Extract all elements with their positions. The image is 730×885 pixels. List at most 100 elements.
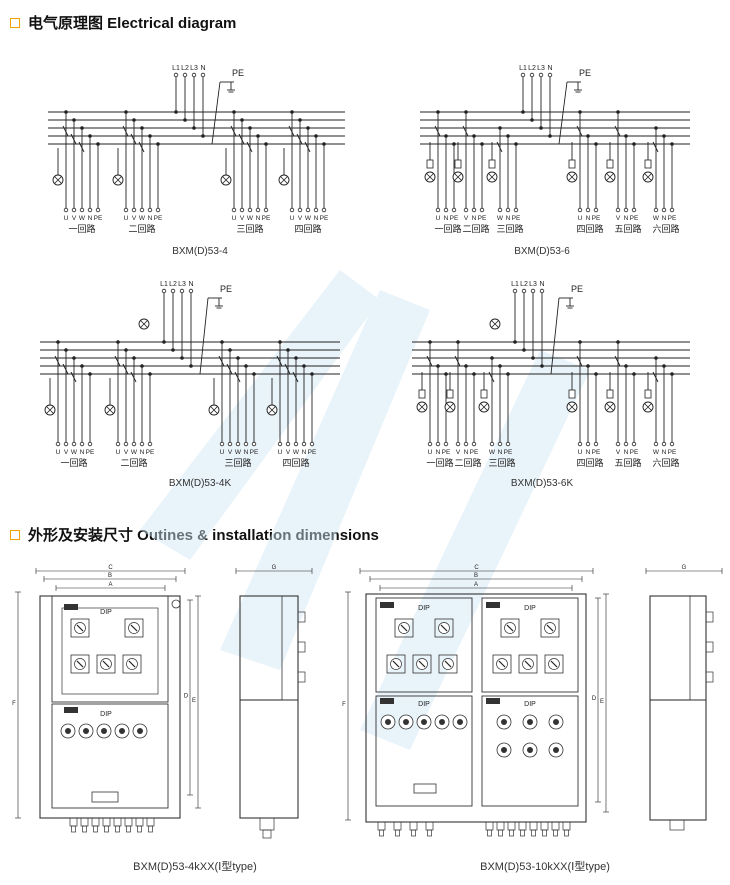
lamp-cross xyxy=(106,406,114,414)
supply-label: N xyxy=(188,281,193,288)
terminal-strip-icon xyxy=(91,791,119,803)
terminal-icon xyxy=(479,207,485,213)
lamp-cross xyxy=(644,403,652,411)
push-button-center xyxy=(119,728,125,734)
terminal-label: U xyxy=(220,449,225,456)
nameplate-icon xyxy=(486,602,500,608)
terminal-icon xyxy=(247,207,253,213)
cable-gland-icon xyxy=(507,821,516,831)
pe-wire xyxy=(199,297,209,375)
upper-chamber xyxy=(51,595,169,703)
cable-gland-icon xyxy=(518,821,527,831)
supply-label: L1 xyxy=(160,281,168,288)
cable-gland-icon xyxy=(520,829,525,837)
terminal-icon xyxy=(529,72,535,78)
circuit-label: 一回路 xyxy=(68,223,95,234)
section-title: 外形及安装尺寸 Outines & installation dimension… xyxy=(28,527,379,544)
cable-gland-icon xyxy=(377,821,386,831)
terminal-label: U xyxy=(64,215,69,222)
terminal-icon xyxy=(309,441,315,447)
knob-handle xyxy=(418,660,426,668)
dimension-letter: A xyxy=(474,582,478,588)
terminal-label: PE xyxy=(154,215,163,222)
dimension-letter: B xyxy=(108,573,112,579)
diagram-caption: BXM(D)53-4K xyxy=(168,478,232,489)
terminal-icon xyxy=(547,72,553,78)
supply-label: L2 xyxy=(528,65,536,72)
terminal-label: W xyxy=(79,215,86,222)
section-title: 电气原理图 Electrical diagram xyxy=(28,15,237,32)
terminal-icon xyxy=(513,207,519,213)
lamp-cross xyxy=(280,176,288,184)
circuit-label: 一回路 xyxy=(60,457,87,468)
diagram-caption: BXM(D)53-6K xyxy=(510,478,574,489)
terminal-icon xyxy=(139,441,145,447)
circuit-label: 二回路 xyxy=(120,457,147,468)
enclosure-outline xyxy=(365,593,587,823)
cable-gland-icon xyxy=(82,825,87,833)
terminal-label: N xyxy=(436,449,441,456)
switch-box-icon xyxy=(438,654,458,674)
section-header-dimensions: 外形及安装尺寸 Outines & installation dimension… xyxy=(10,524,379,545)
side-outline xyxy=(649,595,707,821)
terminal-label: PE xyxy=(320,215,329,222)
knob-handle xyxy=(444,660,452,668)
switch-contact xyxy=(496,141,503,153)
terminal-icon xyxy=(285,441,291,447)
side-bolt-icon xyxy=(705,641,714,653)
cable-gland-icon xyxy=(542,829,547,837)
terminal-icon xyxy=(191,72,197,78)
push-button-center xyxy=(553,747,559,753)
cable-gland-icon xyxy=(425,821,434,831)
terminal-label: V xyxy=(64,449,69,456)
terminal-icon xyxy=(463,207,469,213)
switch-contact xyxy=(62,363,69,375)
switch-contact xyxy=(122,363,129,375)
dimension-letter: D xyxy=(184,694,189,700)
side-bolt-icon xyxy=(297,611,306,623)
cable-gland-icon xyxy=(564,829,569,837)
terminal-label: V xyxy=(616,449,621,456)
lamp-cross xyxy=(418,403,426,411)
terminal-icon xyxy=(305,207,311,213)
terminal-icon xyxy=(669,441,675,447)
nameplate-icon xyxy=(486,698,500,704)
push-button-center xyxy=(553,719,559,725)
upper-chamber xyxy=(481,597,579,693)
terminal-label: N xyxy=(314,215,319,222)
lamp-cross xyxy=(140,320,148,328)
terminal-icon xyxy=(669,207,675,213)
dimension-letter: A xyxy=(108,582,112,588)
cable-gland-icon xyxy=(124,817,133,827)
terminal-label: PE xyxy=(442,449,451,456)
terminal-icon xyxy=(79,441,85,447)
supply-label: L3 xyxy=(537,65,545,72)
diagram-caption: BXM(D)53-6 xyxy=(514,246,570,257)
terminal-icon xyxy=(131,441,137,447)
terminal-icon xyxy=(593,441,599,447)
terminal-icon xyxy=(455,441,461,447)
circuit-label: 三回路 xyxy=(488,457,515,468)
switch-contact xyxy=(114,355,121,367)
dimension-letter: G xyxy=(272,565,277,571)
side-bolt-icon xyxy=(297,641,306,653)
dip-label: DIP xyxy=(100,711,112,718)
terminal-label: N xyxy=(256,215,261,222)
terminal-label: PE xyxy=(86,449,95,456)
knob-handle xyxy=(76,660,84,668)
junction-dot xyxy=(530,118,534,122)
terminal-label: N xyxy=(244,449,249,456)
terminal-label: V xyxy=(72,215,77,222)
terminal-icon xyxy=(435,207,441,213)
circuit-label: 四回路 xyxy=(576,457,603,468)
bullet-square-icon xyxy=(10,17,20,28)
switch-box-icon xyxy=(412,654,432,674)
push-button-center xyxy=(501,719,507,725)
terminal-icon xyxy=(293,441,299,447)
knob-handle xyxy=(550,660,558,668)
terminal-icon xyxy=(131,207,137,213)
switch-box-icon xyxy=(124,618,144,638)
circuit-label: 四回路 xyxy=(294,223,321,234)
terminal-label: V xyxy=(616,215,621,222)
